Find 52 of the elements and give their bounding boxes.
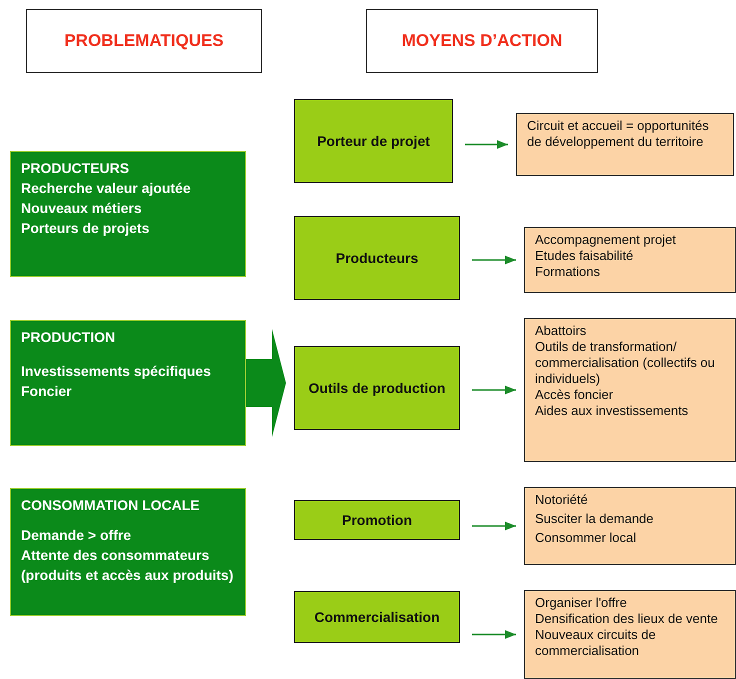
arrow [472, 386, 516, 394]
node-text: Promotion [342, 511, 412, 530]
node-text: Susciter la demande [535, 511, 655, 527]
measure-box [524, 318, 736, 462]
node-text: Foncier [21, 382, 73, 401]
arrow [465, 140, 508, 149]
measure-box [516, 113, 734, 176]
node-text: Nouveaux circuits de commercialisation [535, 627, 657, 659]
node-text: Circuit et accueil = opportunités de développement du territoire [527, 118, 710, 150]
arrow [472, 630, 516, 639]
action-box [294, 500, 460, 540]
node-text: MOYENS D’ACTION [402, 31, 562, 51]
node-text: Densification des lieux de vente [535, 611, 719, 627]
node-text: Etudes faisabilité [535, 248, 634, 264]
node-text: CONSOMMATION LOCALE [21, 496, 201, 515]
arrow [472, 256, 516, 264]
issue-box [10, 151, 246, 277]
node-text: Outils de transformation/ commercialisation (collectifs ou individuels) [535, 339, 716, 387]
node-text: Demande > offre [21, 526, 132, 545]
node-text: Consommer local [535, 530, 638, 546]
node-text: Producteurs [336, 249, 418, 268]
node-text: PRODUCTEURS [21, 159, 130, 178]
node-text: Nouveaux métiers [21, 199, 143, 218]
node-text: Abattoirs [535, 323, 588, 339]
node-text: PRODUCTION [21, 328, 116, 347]
node-text: Porteur de projet [317, 132, 430, 151]
issue-box [10, 320, 246, 446]
column-header [366, 9, 598, 73]
node-text: Outils de production [308, 379, 446, 398]
node-text: Formations [535, 264, 602, 280]
action-box [294, 99, 453, 183]
measure-box [524, 487, 736, 565]
node-text: Recherche valeur ajoutée [21, 179, 192, 198]
measure-box [524, 227, 736, 293]
column-header [26, 9, 262, 73]
node-text: Aides aux investissements [535, 403, 690, 419]
issue-box [10, 488, 246, 616]
node-text: Commercialisation [314, 608, 440, 627]
action-box [294, 216, 460, 300]
node-text: Porteurs de projets [21, 219, 150, 238]
node-text: Attente des consommateurs (produits et accès aux produits) [21, 546, 234, 585]
node-text: Accès foncier [535, 387, 614, 403]
arrow [472, 522, 516, 530]
node-text: Investissements spécifiques [21, 362, 212, 381]
measure-box [524, 590, 736, 679]
block-arrow [246, 329, 286, 437]
node-text: Notoriété [535, 492, 589, 508]
node-text: PROBLEMATIQUES [64, 31, 224, 51]
action-box [294, 346, 460, 430]
node-text: Accompagnement projet [535, 232, 677, 248]
action-box [294, 591, 460, 643]
node-text: Organiser l'offre [535, 595, 628, 611]
